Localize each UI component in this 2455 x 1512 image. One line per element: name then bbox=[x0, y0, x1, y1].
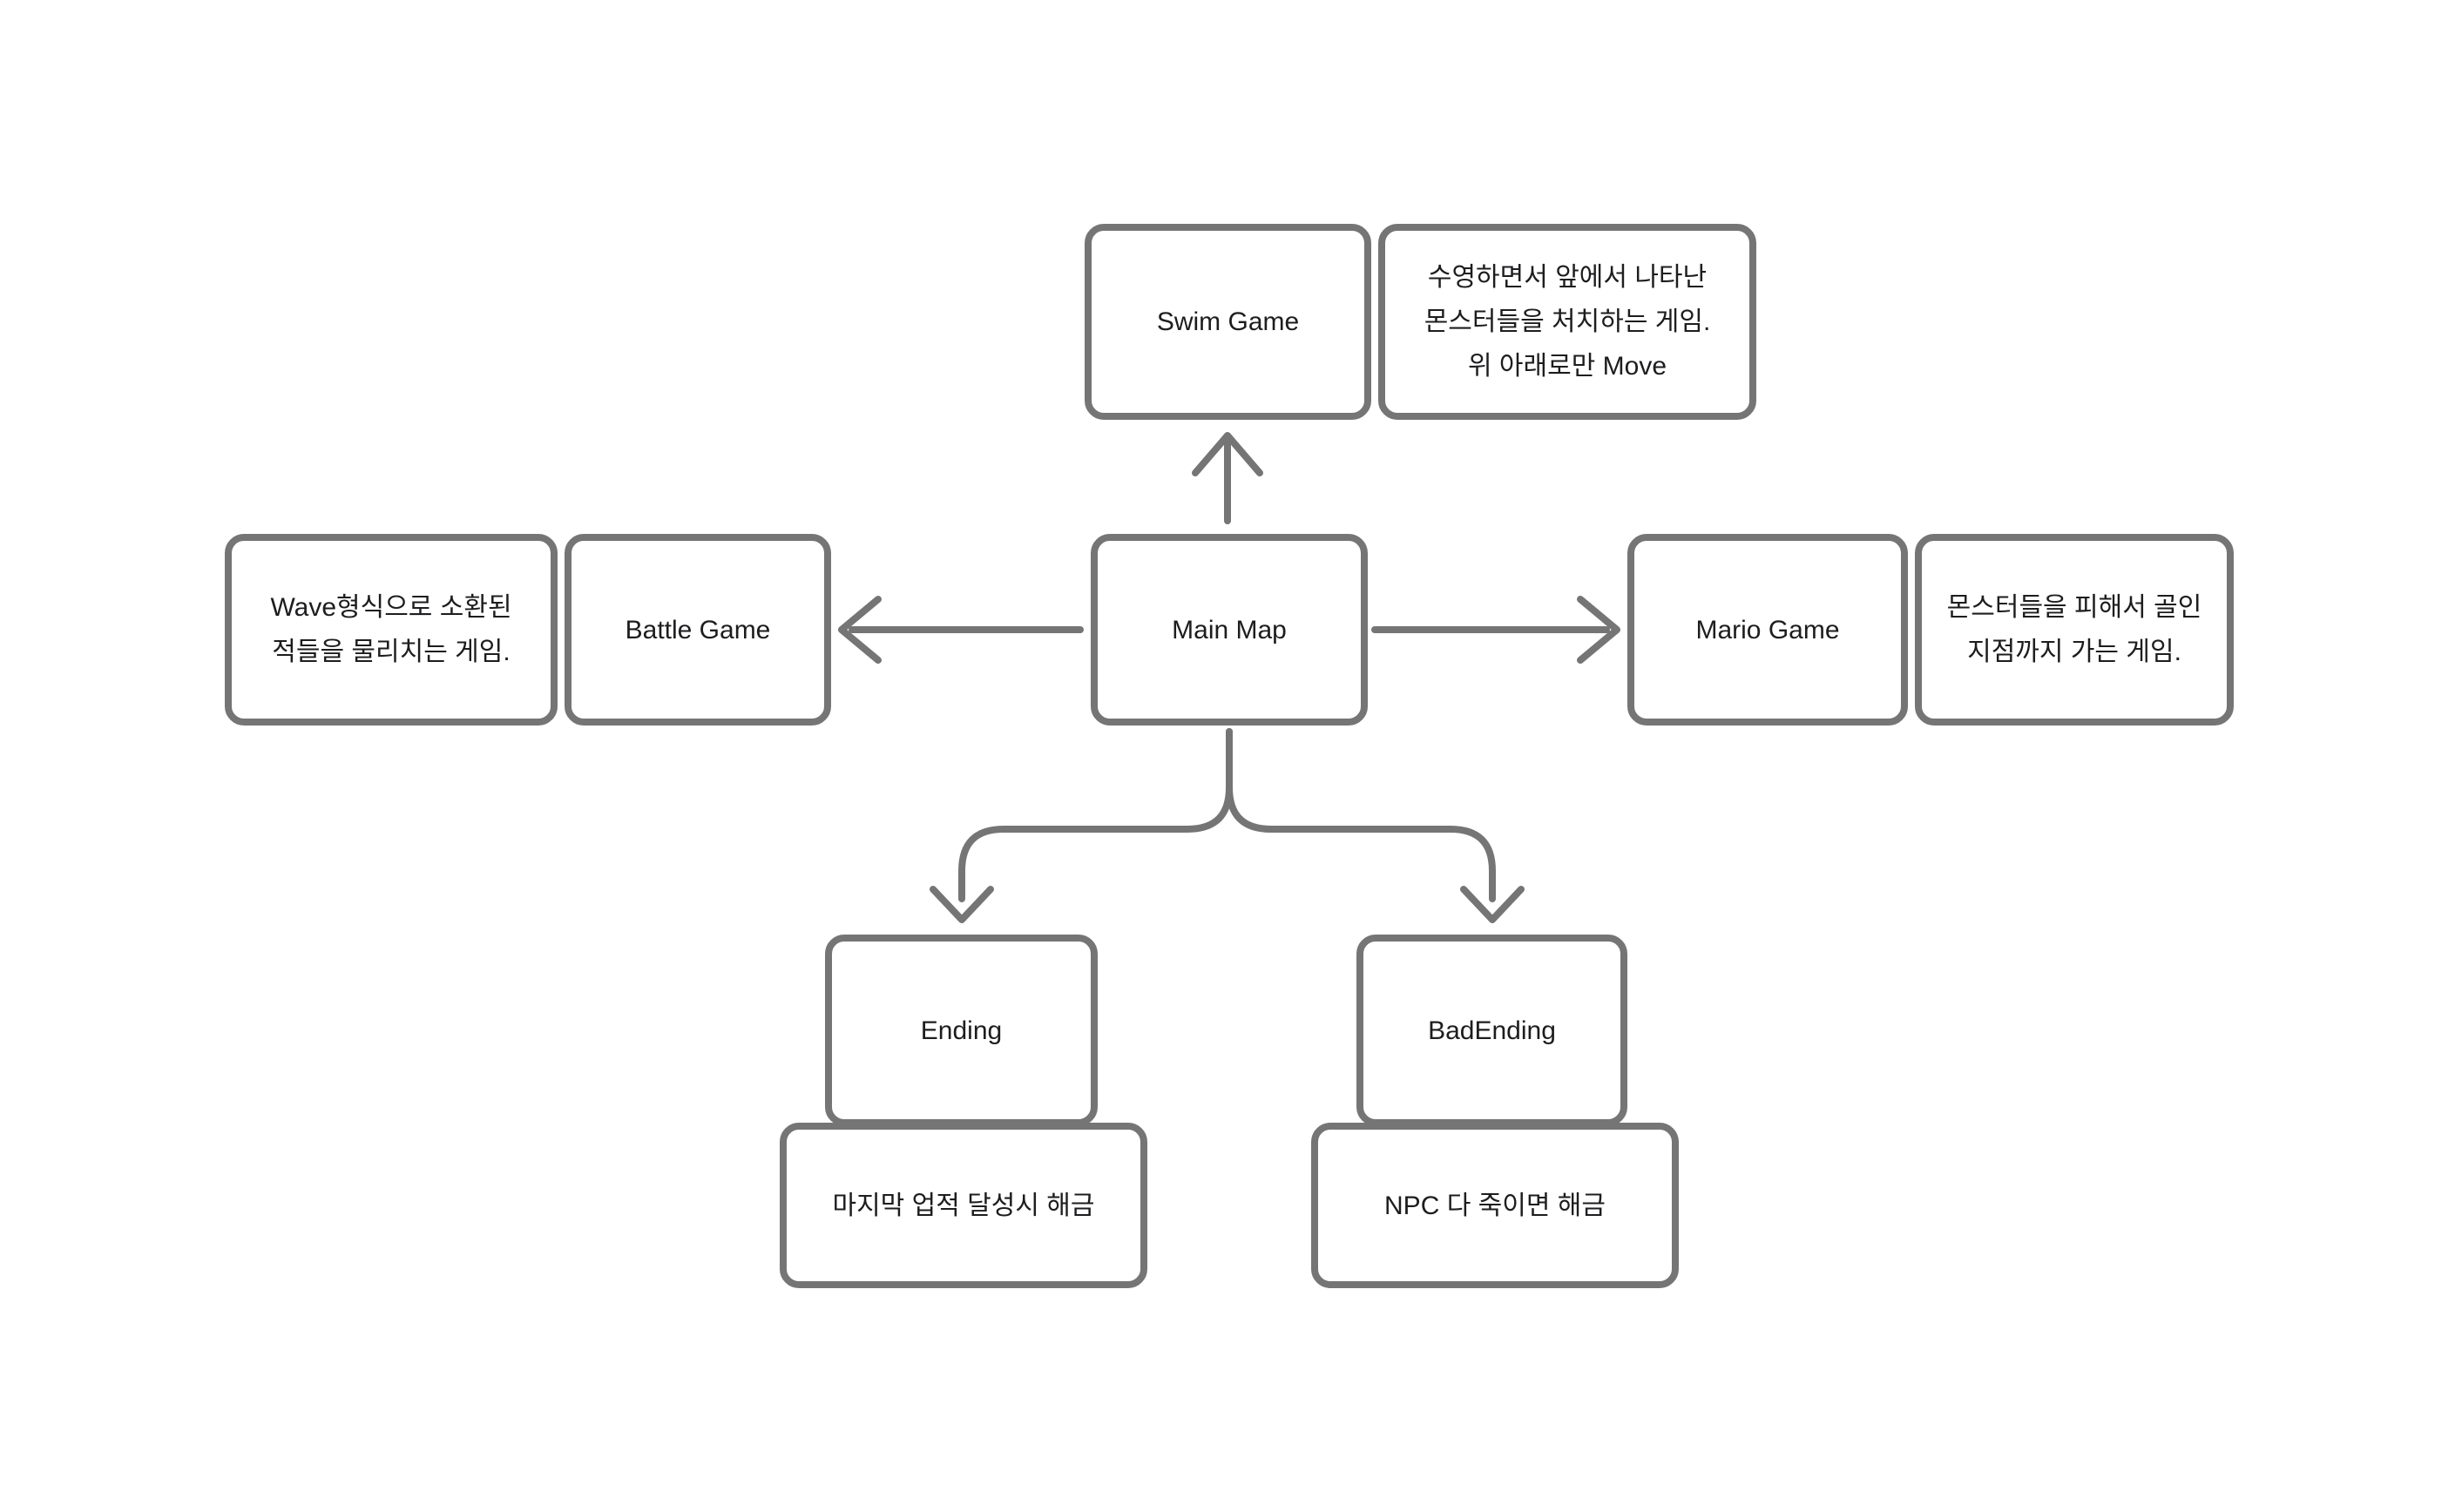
note-line: 지점까지 가는 게임. bbox=[1967, 638, 2181, 666]
arrow-main-to-mario bbox=[1371, 596, 1620, 664]
arrow-main-to-ending bbox=[930, 728, 1233, 923]
node-label: Ending bbox=[920, 1016, 1003, 1045]
node-battle-game-note[interactable]: Wave형식으로 소환된 적들을 물리치는 게임. bbox=[225, 534, 558, 726]
note-line: 몬스터들을 피해서 골인 bbox=[1946, 593, 2202, 622]
arrowhead-right-icon bbox=[1577, 596, 1620, 664]
arrow-main-to-swim bbox=[1192, 432, 1263, 524]
arrowhead-up-icon bbox=[1192, 432, 1263, 476]
note-line: 마지막 업적 달성시 해금 bbox=[832, 1191, 1095, 1220]
node-label: Mario Game bbox=[1695, 615, 1840, 645]
node-bad-ending-note[interactable]: NPC 다 죽이면 해금 bbox=[1311, 1123, 1679, 1288]
arrowhead-down-icon bbox=[930, 886, 994, 923]
arrowhead-down-icon bbox=[1460, 886, 1525, 923]
node-label: Battle Game bbox=[625, 615, 771, 645]
node-ending[interactable]: Ending bbox=[825, 935, 1098, 1126]
arrow-main-to-badending bbox=[1226, 728, 1525, 923]
note-line: NPC 다 죽이면 해금 bbox=[1384, 1191, 1606, 1220]
note-line: 위 아래로만 Move bbox=[1467, 352, 1667, 381]
node-mario-game-note[interactable]: 몬스터들을 피해서 골인 지점까지 가는 게임. bbox=[1915, 534, 2234, 726]
node-label: Main Map bbox=[1172, 615, 1287, 645]
node-ending-note[interactable]: 마지막 업적 달성시 해금 bbox=[780, 1123, 1147, 1288]
node-battle-game[interactable]: Battle Game bbox=[565, 534, 831, 726]
arrowhead-left-icon bbox=[838, 596, 882, 664]
note-line: 몬스터들을 처치하는 게임. bbox=[1424, 307, 1711, 336]
note-line: Wave형식으로 소환된 bbox=[270, 593, 512, 622]
node-mario-game[interactable]: Mario Game bbox=[1627, 534, 1908, 726]
note-line: 적들을 물리치는 게임. bbox=[272, 638, 511, 666]
node-swim-game[interactable]: Swim Game bbox=[1085, 224, 1371, 420]
node-bad-ending[interactable]: BadEnding bbox=[1356, 935, 1627, 1126]
node-swim-game-note[interactable]: 수영하면서 앞에서 나타난 몬스터들을 처치하는 게임. 위 아래로만 Move bbox=[1378, 224, 1756, 420]
arrow-main-to-battle bbox=[838, 596, 1084, 664]
node-label: Swim Game bbox=[1156, 307, 1300, 336]
node-label: BadEnding bbox=[1428, 1016, 1556, 1045]
node-main-map[interactable]: Main Map bbox=[1091, 534, 1368, 726]
note-line: 수영하면서 앞에서 나타난 bbox=[1427, 263, 1708, 292]
